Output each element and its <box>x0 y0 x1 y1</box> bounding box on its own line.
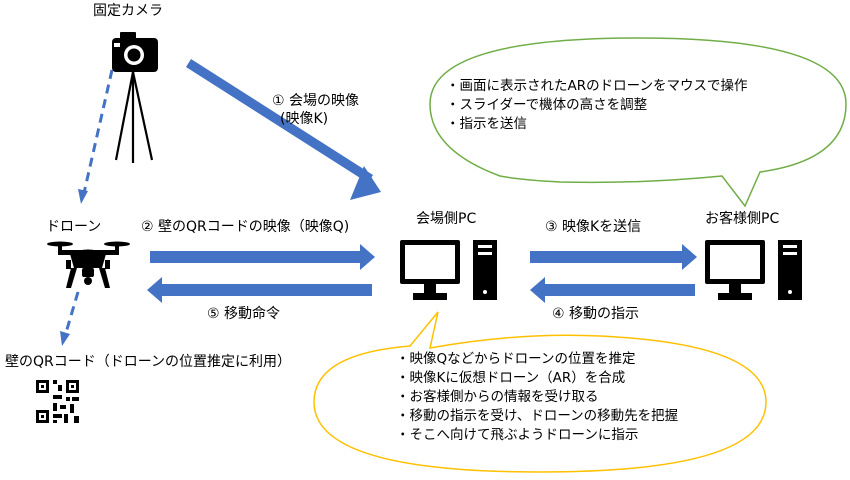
wall-qr-label: 壁のQRコード（ドローンの位置推定に利用） <box>5 354 292 370</box>
arrow-venue-to-customer <box>530 244 697 270</box>
arrow-customer-to-venue <box>530 277 695 303</box>
venue-bubble-line: ・映像Kに仮想ドローン（AR）を合成 <box>396 370 626 386</box>
venue-bubble-line: ・映像Qなどからドローンの位置を推定 <box>396 351 636 367</box>
customer-monitor-icon <box>705 240 765 300</box>
fixed-camera-label: 固定カメラ <box>93 3 163 19</box>
venue-tower-icon <box>473 240 497 300</box>
arrow-drone-to-venue <box>150 244 375 270</box>
arrow-camera-to-venue <box>186 59 381 200</box>
flow-3-label: ③ 映像Kを送信 <box>545 219 642 235</box>
customer-pc-label: お客様側PC <box>705 211 780 227</box>
flow-2-label: ② 壁のQRコードの映像（映像Q) <box>141 219 350 235</box>
customer-tower-icon <box>778 240 802 300</box>
drone-label: ドローン <box>46 219 102 235</box>
venue-bubble-line: ・お客様側からの情報を受け取る <box>396 389 599 405</box>
qr-code-icon <box>36 380 79 423</box>
venue-monitor-icon <box>400 240 460 300</box>
customer-bubble-line: ・スライダーで機体の高さを調整 <box>446 97 648 113</box>
venue-bubble-line: ・そこへ向けて飛ぶようドローンに指示 <box>396 427 639 443</box>
drone-icon <box>47 241 130 288</box>
camera-icon <box>112 32 158 163</box>
flow-4-label: ④ 移動の指示 <box>552 306 640 322</box>
customer-bubble-line: ・画面に表示されたARのドローンをマウスで操作 <box>446 78 748 94</box>
venue-bubble-shape <box>313 311 767 473</box>
flow-5-label: ⑤ 移動命令 <box>207 306 281 322</box>
flow-1-label-line2: (映像K) <box>280 111 329 127</box>
customer-bubble-line: ・指示を送信 <box>446 116 527 132</box>
customer-bubble-shape <box>429 37 847 208</box>
arrow-venue-to-drone <box>147 277 372 303</box>
venue-bubble-line: ・移動の指示を受け、ドローンの移動先を把握 <box>396 408 679 424</box>
venue-pc-label: 会場側PC <box>416 211 477 227</box>
dashed-arrow-camera-to-drone <box>78 69 114 204</box>
flow-1-label-line1: ① 会場の映像 <box>272 93 360 109</box>
dashed-arrow-drone-to-qr <box>60 291 80 346</box>
